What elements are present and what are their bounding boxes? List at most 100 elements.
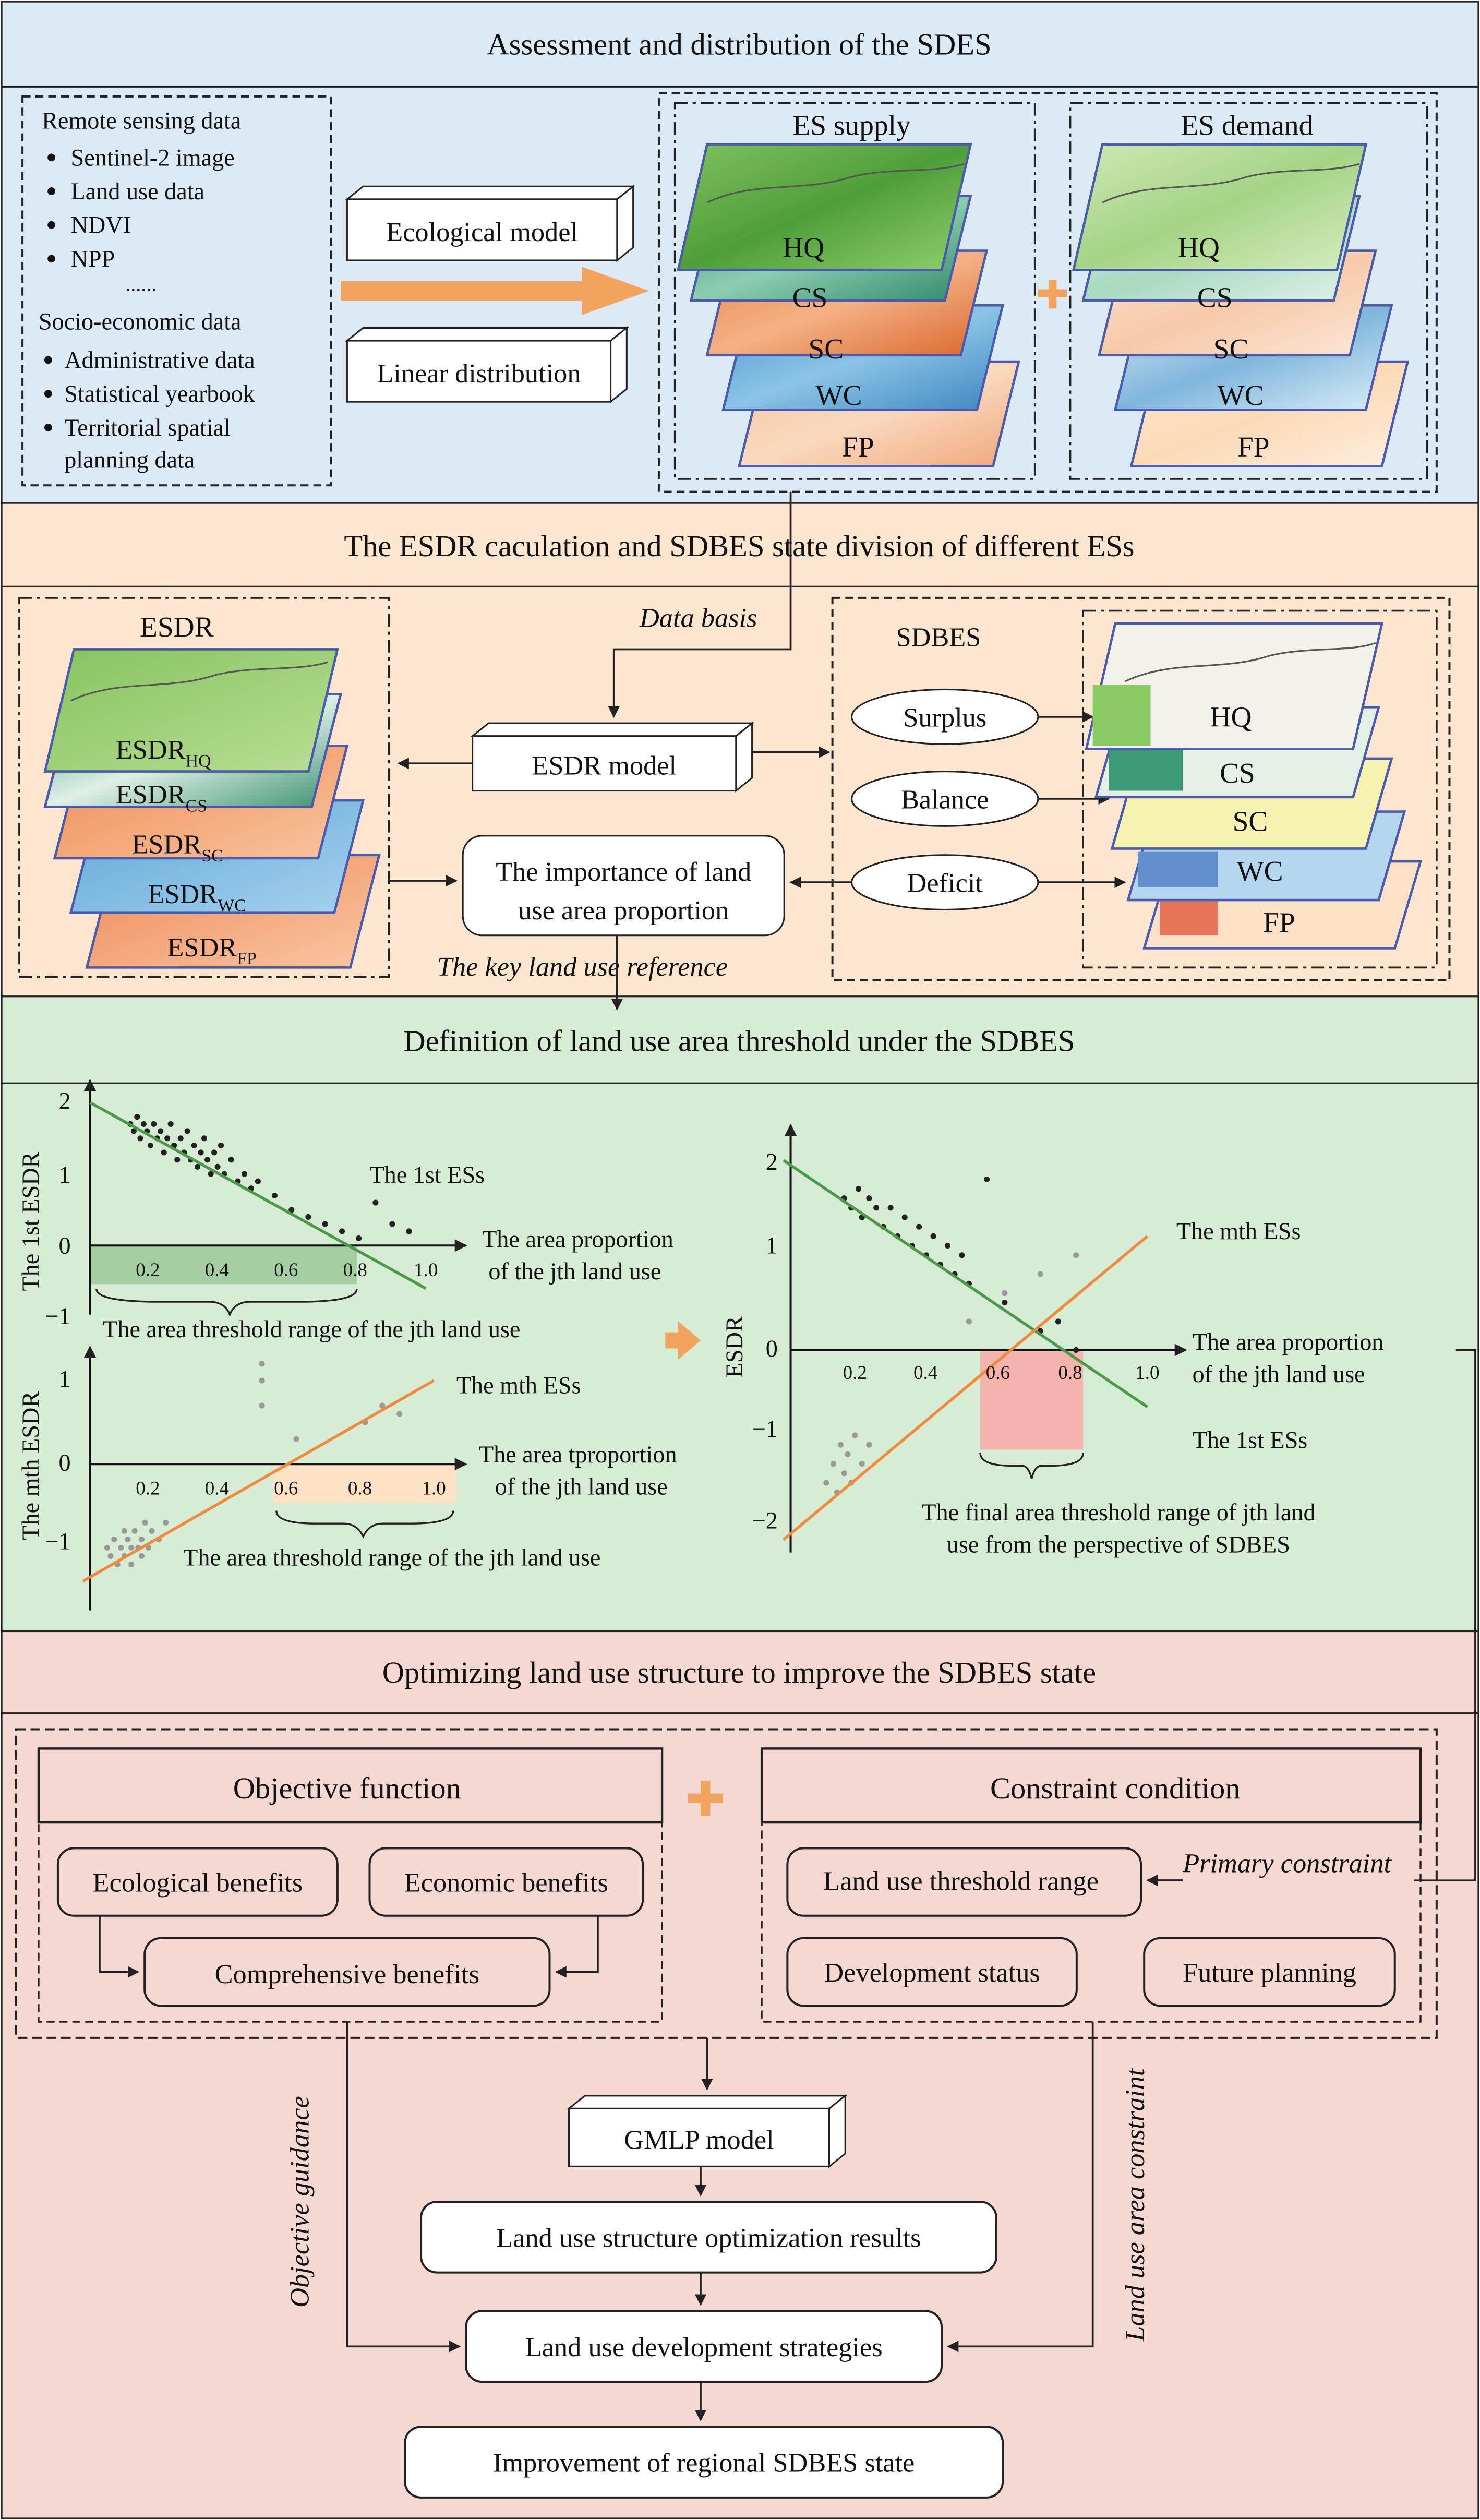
svg-text:CS: CS — [1197, 281, 1233, 313]
chart3-brace — [979, 1453, 1084, 1479]
state-balance: Balance — [851, 771, 1039, 827]
sdbes-panel: SDBES Surplus Balance Deficit HQ CS SC W… — [831, 596, 1451, 982]
chart3-point-mth — [845, 1451, 851, 1457]
svg-text:FP: FP — [1237, 431, 1270, 463]
chart3-xtick: 0.8 — [1058, 1362, 1082, 1383]
chart3-point-1st — [1002, 1300, 1008, 1306]
chart1-point — [161, 1149, 167, 1156]
esdr-label-fp: ESDRFP — [167, 932, 257, 968]
svg-text:The importance of land: The importance of land — [496, 857, 751, 887]
svg-text:GMLP model: GMLP model — [624, 2125, 774, 2155]
chart3-final-threshold-band — [980, 1350, 1084, 1450]
chart2-points — [104, 1361, 403, 1567]
chart3-ylabel: ESDR — [721, 1316, 748, 1377]
chart3-point-mth — [841, 1470, 847, 1477]
svg-text:NPP: NPP — [71, 245, 115, 272]
optimization-results-box: Land use structure optimization results — [420, 2201, 997, 2274]
svg-text:Comprehensive benefits: Comprehensive benefits — [215, 1959, 479, 1989]
esdr-model-box: ESDR model — [470, 721, 754, 793]
remote-item: NDVI — [47, 212, 131, 238]
chart3-xtick: 0.4 — [913, 1362, 937, 1383]
boundary-line — [70, 661, 328, 702]
chart3-point-1st — [873, 1205, 880, 1211]
boundary-line — [1102, 163, 1360, 203]
data-basis-label: Data basis — [639, 603, 757, 633]
chart1-ylabel: The 1st ESDR — [17, 1151, 44, 1291]
chart1-point — [204, 1157, 211, 1163]
socio-item-continued: planning data — [64, 446, 195, 473]
svg-text:Land use development strategie: Land use development strategies — [525, 2332, 883, 2362]
svg-text:WC: WC — [1217, 379, 1264, 411]
chart3-point-mth — [1037, 1271, 1043, 1277]
gmlp-model-box: GMLP model — [567, 2094, 848, 2168]
supply-demand-frame — [657, 92, 1438, 493]
chart2-point — [259, 1402, 265, 1409]
socio-item: Territorial spatial — [44, 414, 231, 441]
chart2-xlabel: The area tproportion — [479, 1441, 677, 1468]
plus-icon — [1038, 279, 1067, 309]
chart1-point — [211, 1149, 218, 1156]
chart3-point-mth — [830, 1461, 837, 1467]
improvement-box: Improvement of regional SDBES state — [404, 2426, 1004, 2499]
chart1-point — [271, 1192, 278, 1199]
chart2-point — [107, 1553, 114, 1559]
socio-economic-title: Socio-economic data — [39, 308, 242, 334]
chart2-threshold-band — [273, 1464, 456, 1503]
chart3-xtick: 0.2 — [843, 1362, 867, 1383]
chart2-xtick: 1.0 — [422, 1478, 446, 1499]
chart3-ytick: 1 — [766, 1232, 778, 1259]
chart3-trend-1st — [783, 1159, 1148, 1408]
hq-surplus-patch — [1092, 685, 1151, 746]
threshold-feedback-line — [1414, 1349, 1476, 1881]
remote-item: NPP — [47, 245, 115, 272]
chart1-point — [208, 1171, 214, 1177]
sdbes-title: SDBES — [896, 622, 981, 652]
chart3-point-1st — [1055, 1318, 1061, 1325]
chart2-series-label: The mth ESs — [456, 1372, 581, 1399]
chart1-xtick: 0.6 — [274, 1259, 298, 1280]
objective-function-title: Objective function — [233, 1771, 461, 1805]
arrow-economic-to-comprehensive — [555, 1915, 599, 1978]
chart1-point — [195, 1163, 201, 1170]
demand-layer-hq — [1072, 143, 1368, 271]
chart2-point — [142, 1519, 148, 1526]
threshold-range-box: Land use threshold range — [786, 1847, 1142, 1917]
chart1-point — [164, 1135, 171, 1142]
chart2-xlabel: of the jth land use — [495, 1473, 668, 1500]
chart1-point — [158, 1128, 164, 1134]
chart3-xlabel: The area proportion — [1193, 1328, 1384, 1355]
esdr-title: ESDR — [140, 611, 214, 643]
es-supply-title: ES supply — [792, 110, 911, 141]
esdr-label-wc: ESDRWC — [148, 879, 246, 915]
chart1-point — [218, 1142, 224, 1148]
chart1-point — [137, 1135, 143, 1142]
svg-text:ESDRSC: ESDRSC — [132, 830, 223, 866]
section-4-title: Optimizing land use structure to improve… — [382, 1655, 1096, 1689]
svg-text:ESDRCS: ESDRCS — [116, 779, 207, 815]
chart3-point-mth — [1002, 1290, 1008, 1296]
chart3-ytick: −1 — [752, 1415, 778, 1442]
section-3-bg — [1, 995, 1479, 1633]
importance-box: The importance of land use area proporti… — [462, 835, 785, 937]
svg-text:SC: SC — [808, 333, 844, 365]
section-4-bg — [1, 1630, 1479, 2519]
chart1-ytick: −1 — [45, 1303, 70, 1329]
chart1-point — [241, 1171, 248, 1177]
svg-text:WC: WC — [815, 379, 862, 411]
chart3-point-1st — [855, 1185, 862, 1192]
key-land-use-reference: The key land use reference — [437, 952, 728, 982]
chart2-point — [111, 1536, 117, 1542]
chart1-ytick: 1 — [58, 1161, 70, 1188]
chart1-point — [174, 1157, 181, 1163]
orange-flow-arrow — [341, 267, 649, 315]
chart3-point-mth — [859, 1461, 865, 1467]
svg-text:Statistical yearbook: Statistical yearbook — [64, 380, 255, 407]
chart2-point — [163, 1519, 169, 1526]
chart2-point — [118, 1544, 124, 1551]
svg-text:ESDRFP: ESDRFP — [167, 932, 257, 968]
chart2-point — [146, 1544, 152, 1551]
chart1-point — [389, 1221, 395, 1227]
chart1-point — [355, 1235, 362, 1241]
chart1-point — [184, 1128, 190, 1134]
